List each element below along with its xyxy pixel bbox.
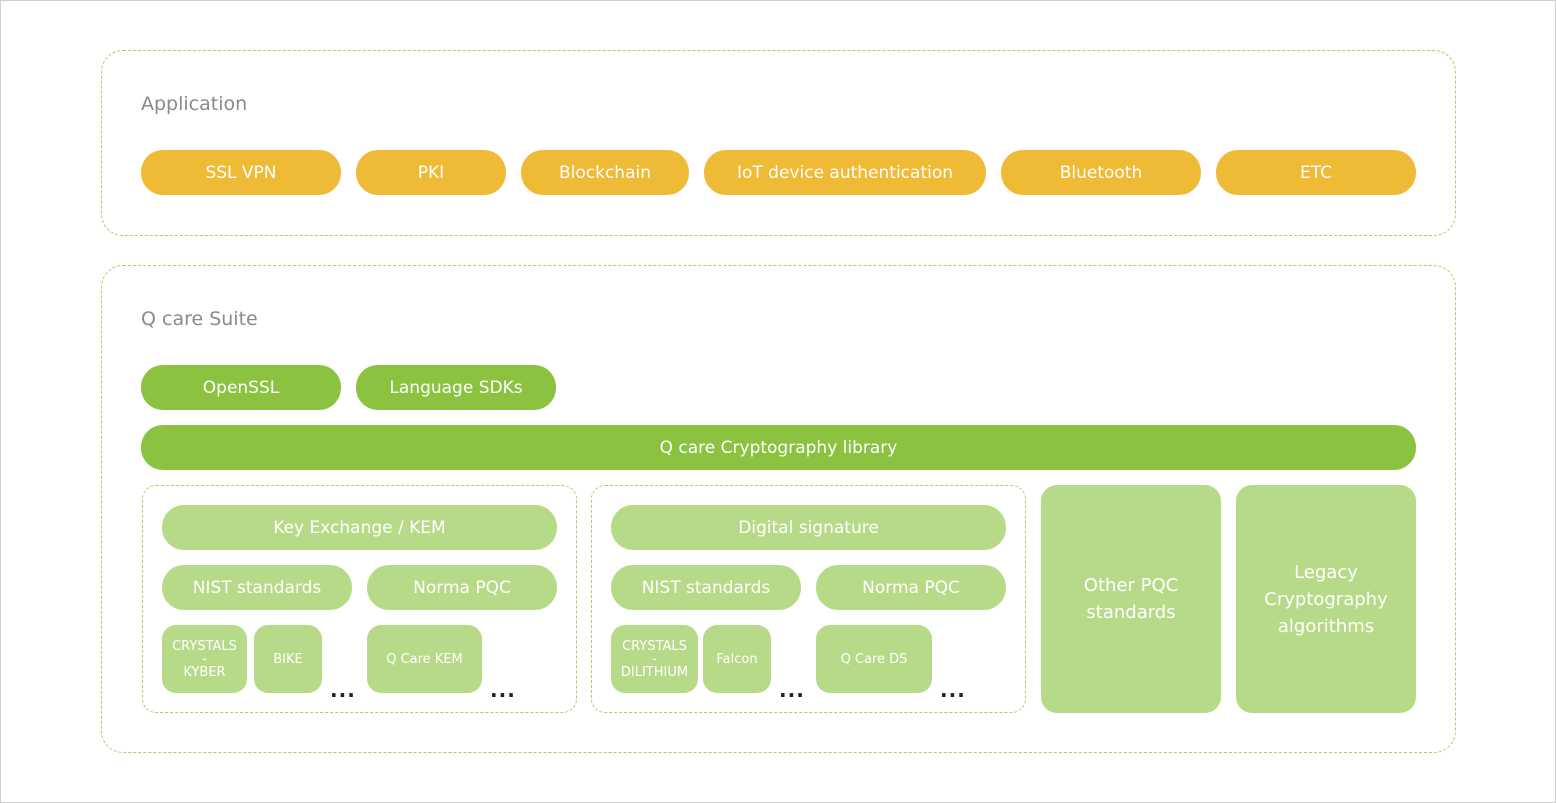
kem-norma-more-dots: ... xyxy=(490,678,516,702)
app-etc: ETC xyxy=(1216,150,1416,195)
openssl-pill: OpenSSL xyxy=(141,365,341,410)
application-group xyxy=(101,50,1456,236)
ds-qcare-ds: Q Care DS xyxy=(816,625,932,693)
legacy-line1: Legacy xyxy=(1294,561,1358,583)
language-sdks-pill: Language SDKs xyxy=(356,365,556,410)
kem-crystals-line1: CRYSTALS xyxy=(172,638,237,654)
app-iot-device-authentication: IoT device authentication xyxy=(704,150,986,195)
other-pqc-line2: standards xyxy=(1086,602,1176,623)
app-pki: PKI xyxy=(356,150,506,195)
legacy-cryptography-algorithms: Legacy Cryptography algorithms xyxy=(1236,485,1416,713)
ds-norma-pqc: Norma PQC xyxy=(816,565,1006,610)
ds-crystals-dilithium: CRYSTALS - DILITHIUM xyxy=(611,625,698,693)
kem-group xyxy=(142,485,577,713)
qcare-suite-title: Q care Suite xyxy=(141,308,258,330)
kem-crystals-kyber: CRYSTALS - KYBER xyxy=(162,625,247,693)
app-ssl-vpn: SSL VPN xyxy=(141,150,341,195)
other-pqc-line1: Other PQC xyxy=(1083,575,1179,596)
app-bluetooth: Bluetooth xyxy=(1001,150,1201,195)
ds-crystals-line3: DILITHIUM xyxy=(620,664,689,680)
app-blockchain: Blockchain xyxy=(521,150,689,195)
qcare-suite-group xyxy=(101,265,1456,753)
kem-title-pill: Key Exchange / KEM xyxy=(162,505,557,550)
kem-qcare-kem: Q Care KEM xyxy=(367,625,482,693)
ds-nist-standards: NIST standards xyxy=(611,565,801,610)
ds-nist-more-dots: ... xyxy=(779,678,805,702)
other-pqc-standards: Other PQC standards xyxy=(1041,485,1221,713)
ds-falcon: Falcon xyxy=(703,625,771,693)
kem-crystals-line2: - xyxy=(202,651,207,667)
ds-title-pill: Digital signature xyxy=(611,505,1006,550)
legacy-line3: algorithms xyxy=(1277,615,1375,637)
application-title: Application xyxy=(141,93,248,115)
kem-crystals-line3: KYBER xyxy=(183,664,226,680)
cryptography-library-bar: Q care Cryptography library xyxy=(141,425,1416,470)
kem-nist-standards: NIST standards xyxy=(162,565,352,610)
kem-norma-pqc: Norma PQC xyxy=(367,565,557,610)
kem-bike: BIKE xyxy=(254,625,322,693)
ds-crystals-line2: - xyxy=(652,651,657,667)
ds-crystals-line1: CRYSTALS xyxy=(622,638,687,654)
legacy-line2: Cryptography xyxy=(1264,588,1388,610)
ds-group xyxy=(591,485,1026,713)
kem-nist-more-dots: ... xyxy=(330,678,356,702)
ds-norma-more-dots: ... xyxy=(940,678,966,702)
